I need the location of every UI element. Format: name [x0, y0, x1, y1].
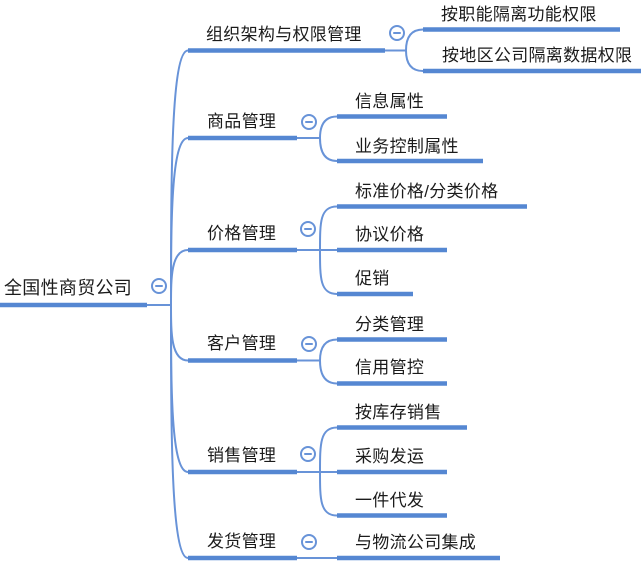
leaf-label-category-management[interactable]: 分类管理 [355, 315, 425, 334]
leaf-label-dropshipping[interactable]: 一件代发 [355, 491, 425, 510]
collapse-button-shipping-management[interactable] [301, 534, 317, 550]
minus-icon [155, 285, 163, 287]
minus-icon [393, 32, 401, 34]
minus-icon [305, 343, 313, 345]
customer-fork-down [319, 359, 338, 385]
org-fork-up [405, 28, 424, 52]
branch-label-organization-permission-management[interactable]: 组织架构与权限管理 [206, 25, 362, 44]
root-node-label[interactable]: 全国性商贸公司 [4, 278, 133, 298]
trunk-connector-product [170, 137, 189, 306]
trunk-connector-shipping [170, 304, 189, 559]
minus-icon [305, 121, 313, 123]
minus-icon [304, 228, 312, 230]
trunk-connector-customer [170, 304, 189, 362]
customer-fork-up [319, 338, 338, 362]
leaf-label-purchase-dispatch[interactable]: 采购发运 [355, 447, 425, 466]
collapse-button-organization-permission[interactable] [389, 25, 405, 41]
branch-label-price-management[interactable]: 价格管理 [207, 224, 277, 243]
branch-label-customer-management[interactable]: 客户管理 [207, 334, 277, 353]
leaf-label-agreement-price[interactable]: 协议价格 [355, 225, 425, 244]
collapse-button-sales-management[interactable] [300, 446, 316, 462]
leaf-label-standard-category-price[interactable]: 标准价格/分类价格 [355, 182, 499, 201]
sales-fork-up [319, 426, 338, 473]
branch-label-shipping-management[interactable]: 发货管理 [207, 532, 277, 551]
collapse-button-price-management[interactable] [300, 221, 316, 237]
org-fork-down [405, 49, 424, 72]
minus-icon [304, 453, 312, 455]
leaf-label-logistics-integration[interactable]: 与物流公司集成 [355, 533, 477, 552]
product-fork-up [319, 115, 338, 139]
price-fork-down [319, 249, 338, 295]
leaf-label-info-attributes[interactable]: 信息属性 [355, 92, 425, 111]
minus-icon [305, 541, 313, 543]
leaf-label-sell-by-stock[interactable]: 按库存销售 [355, 403, 442, 422]
leaf-label-function-permission-isolation[interactable]: 按职能隔离功能权限 [441, 5, 597, 24]
price-fork-up [319, 205, 338, 251]
leaf-label-promotion[interactable]: 促销 [355, 269, 390, 288]
leaf-label-regional-data-permission-isolation[interactable]: 按地区公司隔离数据权限 [442, 46, 633, 65]
trunk-connector-price [170, 249, 189, 306]
leaf-label-business-control-attributes[interactable]: 业务控制属性 [355, 137, 459, 156]
leaf-label-credit-control[interactable]: 信用管控 [355, 358, 425, 377]
sales-fork-down [319, 471, 338, 517]
branch-label-product-management[interactable]: 商品管理 [207, 112, 277, 131]
trunk-connector-sales [170, 304, 189, 473]
product-fork-down [319, 137, 338, 162]
branch-label-sales-management[interactable]: 销售管理 [207, 446, 277, 465]
collapse-button-root[interactable] [151, 278, 167, 294]
collapse-button-product-management[interactable] [301, 114, 317, 130]
collapse-button-customer-management[interactable] [301, 336, 317, 352]
